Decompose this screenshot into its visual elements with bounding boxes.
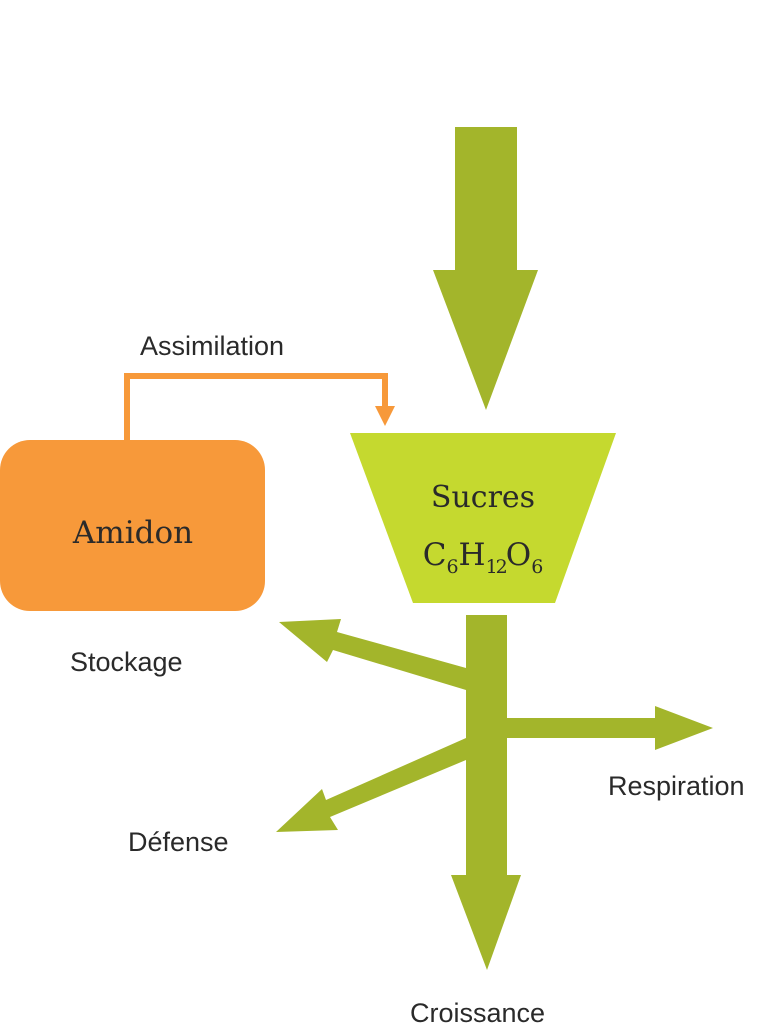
sugars-funnel bbox=[350, 433, 616, 603]
assimilation-arrowhead bbox=[375, 406, 395, 426]
starch-box bbox=[0, 440, 265, 611]
defense-arrow bbox=[276, 738, 466, 832]
starch-label: Amidon bbox=[72, 515, 193, 551]
input-arrow bbox=[433, 127, 538, 410]
respiration-arrow bbox=[507, 706, 713, 750]
assimilation-connector bbox=[124, 373, 388, 440]
defense-label: Défense bbox=[128, 827, 229, 857]
assimilation-label: Assimilation bbox=[140, 331, 284, 361]
storage-arrow bbox=[279, 619, 466, 690]
growth-arrow bbox=[451, 615, 521, 970]
growth-label: Croissance bbox=[410, 998, 545, 1024]
glucose-formula: C6H12O6 bbox=[423, 537, 544, 578]
respiration-label: Respiration bbox=[608, 771, 745, 801]
sugars-label: Sucres bbox=[431, 480, 535, 515]
storage-label: Stockage bbox=[70, 647, 183, 677]
